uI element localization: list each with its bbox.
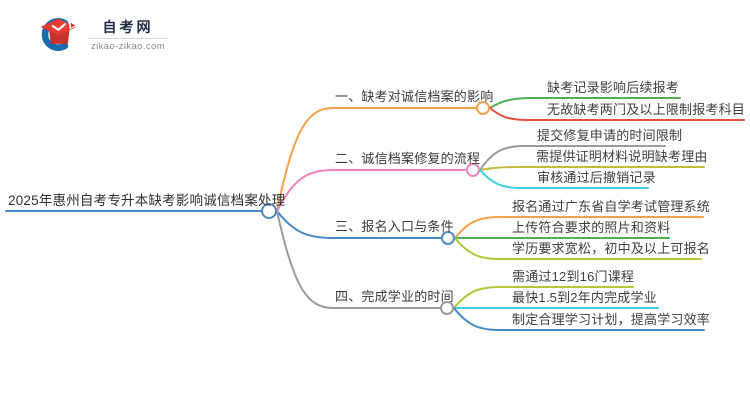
connector-line <box>453 307 501 331</box>
graduation-cap-logo-icon <box>40 18 78 51</box>
connector-line <box>454 216 501 239</box>
connector-line <box>489 97 534 109</box>
logo-divider <box>88 37 168 39</box>
node-junction <box>476 101 490 115</box>
logo-text-block: 自考网 zikao-zikao.com <box>88 18 168 52</box>
node-junction <box>440 301 454 315</box>
logo-site-domain: zikao-zikao.com <box>90 40 166 52</box>
connector-line <box>453 286 501 309</box>
connector-line <box>454 237 501 260</box>
logo-site-name: 自考网 <box>102 18 154 35</box>
connector-line <box>489 107 529 121</box>
connector-line <box>276 210 334 309</box>
connector-line <box>479 166 523 171</box>
connector-line <box>479 169 523 189</box>
connector-line <box>276 107 334 212</box>
connector-line <box>479 145 525 171</box>
node-junction <box>261 203 277 219</box>
node-junction <box>466 163 480 177</box>
node-junction <box>441 231 455 245</box>
site-logo: 自考网 zikao-zikao.com <box>33 13 168 56</box>
connector-line <box>276 169 334 212</box>
connector-line <box>276 210 334 239</box>
